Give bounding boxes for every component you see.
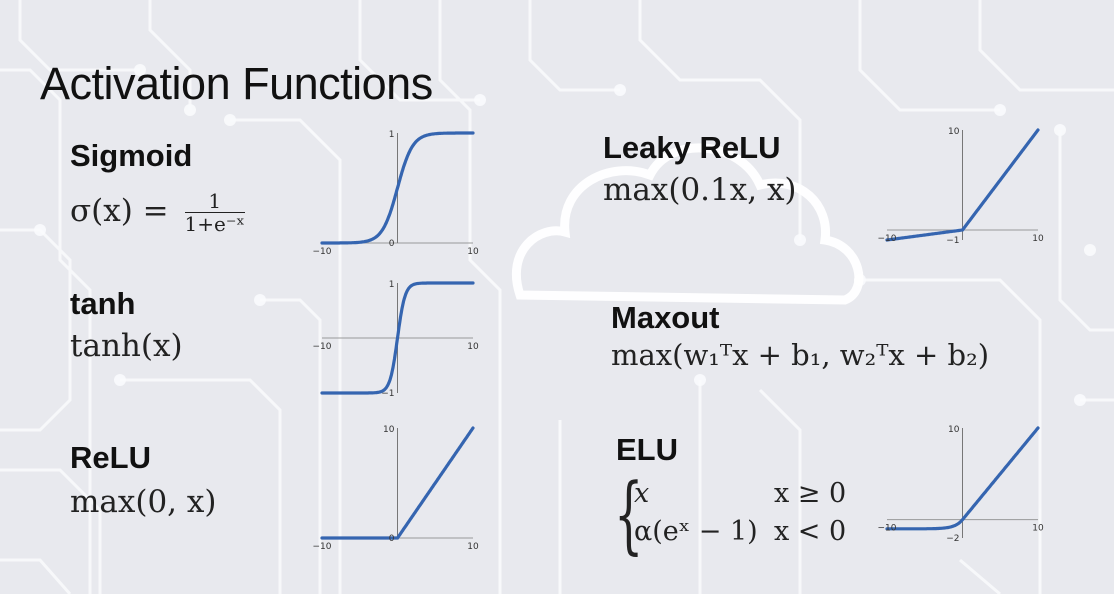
sigmoid-numerator: 1 — [184, 190, 245, 213]
function-curve — [320, 426, 475, 540]
sigmoid-plot: −10 10 0 1 — [313, 130, 479, 257]
tanh-name: tanh — [70, 286, 136, 321]
y-tick-label: 0 — [389, 534, 395, 544]
leaky-relu-formula: max(0.1x, x) — [603, 172, 797, 208]
function-curve — [885, 128, 1040, 242]
elu-plot: −10 10 −2 10 — [878, 425, 1044, 544]
x-tick-label: −10 — [878, 234, 897, 244]
maxout-formula: max(w₁ᵀx + b₁, w₂ᵀx + b₂) — [611, 338, 990, 372]
elu-case1-cond: x ≥ 0 — [774, 478, 847, 509]
x-tick-label: 10 — [467, 247, 479, 257]
y-tick-label: 10 — [383, 425, 395, 435]
function-curve — [320, 131, 475, 245]
sigmoid-fraction: 1 1+e⁻ˣ — [184, 190, 245, 236]
elu-name: ELU — [616, 432, 678, 467]
cloud-outline — [511, 143, 864, 305]
elu-case2-expr: α(eˣ − 1) — [634, 516, 758, 547]
elu-case1-expr: x — [634, 478, 650, 509]
y-tick-label: −1 — [946, 236, 959, 246]
sigmoid-formula: σ(x) = 1 1+e⁻ˣ — [70, 190, 245, 235]
function-curve — [885, 426, 1040, 531]
relu-name: ReLU — [70, 440, 151, 475]
y-tick-label: 0 — [389, 239, 395, 249]
slide-title: Activation Functions — [40, 58, 433, 109]
y-tick-label: 10 — [948, 127, 960, 137]
tanh-formula: tanh(x) — [70, 328, 183, 364]
y-tick-label: 1 — [389, 130, 395, 140]
x-tick-label: 10 — [467, 542, 479, 552]
elu-case2-cond: x < 0 — [774, 516, 847, 547]
sigmoid-denominator: 1+e⁻ˣ — [184, 212, 245, 236]
leaky-relu-plot: −10 10 −1 10 — [878, 127, 1044, 246]
x-tick-label: 10 — [1032, 524, 1044, 534]
y-tick-label: −2 — [946, 534, 959, 544]
function-curve — [320, 281, 475, 395]
sigmoid-formula-lhs: σ(x) = — [70, 193, 169, 229]
leaky-relu-name: Leaky ReLU — [603, 130, 781, 165]
x-tick-label: −10 — [313, 342, 332, 352]
y-tick-label: −1 — [381, 389, 394, 399]
sigmoid-name: Sigmoid — [70, 138, 193, 173]
tanh-plot: −10 10 −1 1 — [313, 280, 479, 399]
elu-brace: { — [614, 465, 644, 563]
relu-plot: −10 10 0 10 — [313, 425, 479, 552]
y-tick-label: 1 — [389, 280, 395, 290]
relu-formula: max(0, x) — [70, 484, 217, 520]
x-tick-label: −10 — [313, 542, 332, 552]
x-tick-label: 10 — [467, 342, 479, 352]
x-tick-label: −10 — [878, 524, 897, 534]
y-tick-label: 10 — [948, 425, 960, 435]
x-tick-label: 10 — [1032, 234, 1044, 244]
elu-formula: { x x ≥ 0 α(eˣ − 1) x < 0 — [614, 472, 874, 558]
x-tick-label: −10 — [313, 247, 332, 257]
maxout-name: Maxout — [611, 300, 720, 335]
